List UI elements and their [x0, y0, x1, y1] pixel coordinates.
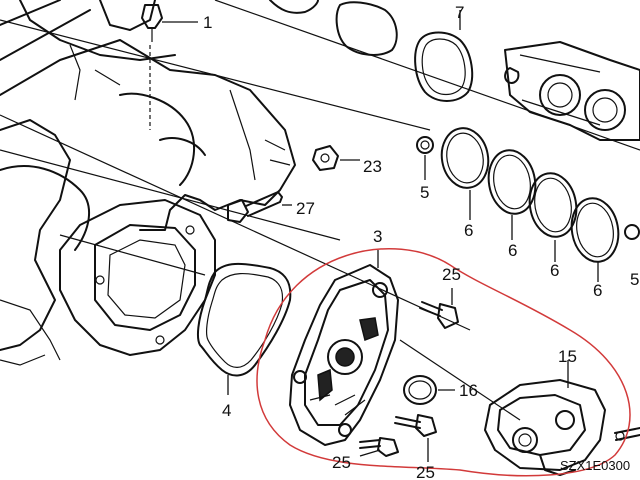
gasket-4: [196, 262, 292, 377]
callout-3: 3: [373, 227, 382, 246]
callout-1: 1: [203, 13, 212, 32]
port-housing: [504, 41, 640, 141]
callout-25-bottom-right: 25: [416, 463, 435, 480]
callout-6-third: 6: [550, 261, 559, 280]
leader-lines: [162, 10, 599, 462]
callout-6-first: 6: [464, 221, 473, 240]
callout-27: 27: [296, 199, 315, 218]
callout-7: 7: [455, 3, 464, 22]
callout-16: 16: [459, 381, 478, 400]
highlight-circle: [256, 248, 631, 477]
callout-5-left: 5: [420, 183, 429, 202]
intake-plate-3: [289, 264, 399, 446]
actuator-15: [484, 379, 640, 476]
callout-25-top: 25: [442, 265, 461, 284]
callout-6-second: 6: [508, 241, 517, 260]
gasket-7: [269, 0, 474, 102]
seal-16: [403, 375, 437, 405]
callout-23: 23: [363, 157, 382, 176]
diagram-code: SZX1E0300: [560, 458, 630, 473]
callout-25-bottom-left: 25: [332, 453, 351, 472]
intake-manifold: [0, 0, 339, 366]
callout-labels: 1 7 23 27 3 4 5 5 6 6 6 6 25 16 15 25 25…: [203, 3, 639, 480]
callout-5-right: 5: [630, 270, 639, 289]
alignment-lines: [0, 0, 640, 421]
o-ring-seals-6: [440, 127, 620, 263]
callout-15: 15: [558, 347, 577, 366]
callout-4: 4: [222, 401, 231, 420]
clip-5: [416, 136, 640, 240]
callout-6-fourth: 6: [593, 281, 602, 300]
